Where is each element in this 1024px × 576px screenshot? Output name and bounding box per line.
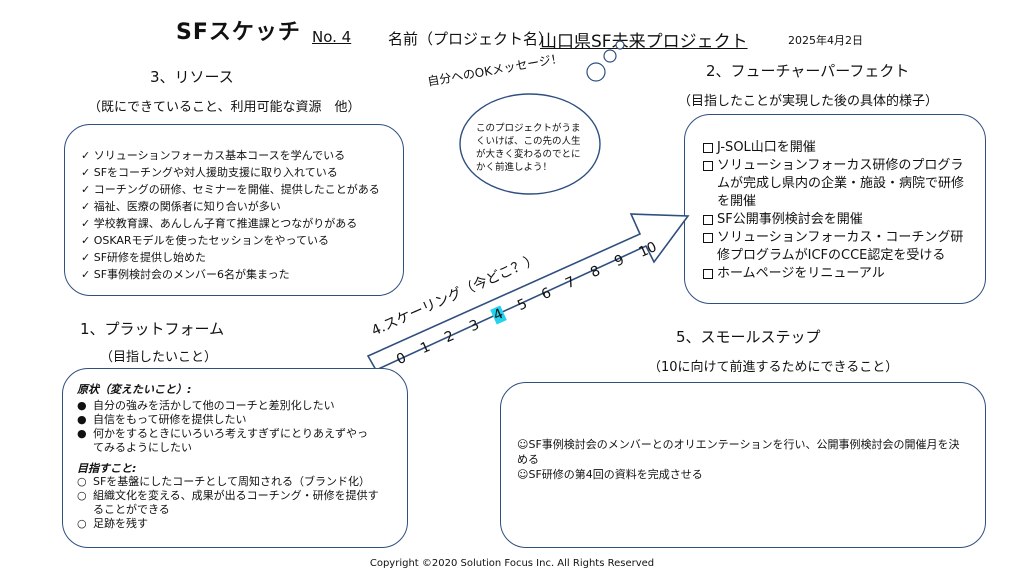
checkbox-icon (703, 233, 713, 243)
platform-box: 原状（変えたいこと）: ●自分の強みを活かして他のコーチと差別化したい●自信をも… (62, 368, 408, 548)
sketch-number: No. 4 (312, 28, 352, 46)
resources-sub: （既にできていること、利用可能な資源 他） (88, 100, 361, 115)
resource-item: 学校教育課、あんしん子育て推進課とつながりがある (81, 215, 380, 232)
scaling-arrow-shape (366, 213, 690, 372)
bullet-icon: ● (77, 399, 87, 412)
current-item: ●自分の強みを活かして他のコーチと差別化したい (77, 399, 335, 412)
goal-item: ○SFを基盤にしたコーチとして周知される（ブランド化） (77, 475, 370, 488)
goal-label: 目指すこと: (77, 462, 137, 475)
name-label: 名前（プロジェクト名） (388, 30, 554, 48)
small-steps-heading: 5、スモールステップ (676, 328, 821, 346)
future-item: SF公開事例検討会を開催 (703, 211, 971, 229)
future-item: ソリューションフォーカス・コーチング研修プログラムがICFのCCE認定を受ける (703, 229, 971, 265)
bubble-cloud (459, 93, 601, 195)
bubble-dot-medium (603, 49, 617, 63)
scaling-arrow (366, 213, 690, 372)
resource-item: SF研修を提供し始めた (81, 249, 380, 266)
bullet-icon: ● (77, 427, 87, 440)
copyright: Copyright ©2020 Solution Focus Inc. All … (369, 558, 655, 569)
future-list: J-SOL山口を開催ソリューションフォーカス研修のプログラムが完成し県内の企業・… (703, 139, 971, 283)
resources-list: ソリューションフォーカス基本コースを学んでいるSFをコーチングや対人援助支援に取… (81, 147, 380, 283)
small-step-item: ☺SF事例検討会のメンバーとのオリエンテーションを行い、公開事例検討会の開催月を… (517, 438, 960, 466)
future-item: ホームページをリニューアル (703, 265, 971, 283)
page-title: SFスケッチ (176, 20, 301, 45)
bullet-icon: ● (77, 413, 87, 426)
future-item: ソリューションフォーカス研修のプログラムが完成し県内の企業・施設・病院で研修を開… (703, 157, 971, 211)
platform-heading: 1、プラットフォーム (80, 320, 225, 338)
current-item: ●自信をもって研修を提供したい (77, 413, 247, 426)
current-item: ●何かをするときにいろいろ考えすぎずにとりあえずやってみるようにしたい (77, 427, 368, 454)
circle-bullet-icon: ○ (77, 517, 87, 530)
small-step-item: ☺SF研修の第4回の資料を完成させる (517, 468, 703, 481)
thought-bubble (459, 40, 625, 195)
platform-sub: （目指したいこと） (100, 350, 218, 365)
circle-bullet-icon: ○ (77, 475, 87, 488)
future-item: J-SOL山口を開催 (703, 139, 971, 157)
circle-bullet-icon: ○ (77, 489, 87, 502)
ok-message-text: このプロジェクトがうまくいけば、この先の人生が大きく変わるのでとにかく前進しよう… (476, 123, 581, 173)
resource-item: ソリューションフォーカス基本コースを学んでいる (81, 147, 380, 164)
resources-box: ソリューションフォーカス基本コースを学んでいるSFをコーチングや対人援助支援に取… (64, 124, 404, 296)
checkbox-icon (703, 143, 713, 153)
current-label: 原状（変えたいこと）: (77, 383, 192, 396)
goal-item: ○組織文化を変える、成果が出るコーチング・研修を提供することができる (77, 489, 379, 516)
resource-item: OSKARモデルを使ったセッションをやっている (81, 232, 380, 249)
checkbox-icon (703, 215, 713, 225)
resource-item: 福祉、医療の関係者に知り合いが多い (81, 198, 380, 215)
date: 2025年4月2日 (788, 34, 863, 47)
goal-list: ○SFを基盤にしたコーチとして周知される（ブランド化）○組織文化を変える、成果が… (77, 475, 387, 531)
future-sub: （目指したことが実現した後の具体的様子） (678, 94, 939, 109)
current-list: ●自分の強みを活かして他のコーチと差別化したい●自信をもって研修を提供したい●何… (77, 399, 377, 455)
resources-heading: 3、リソース (150, 68, 234, 86)
small-steps-sub: （10に向けて前進するためにできること） (648, 360, 899, 375)
resource-item: SFをコーチングや対人援助支援に取り入れている (81, 164, 380, 181)
bubble-dot-small (615, 40, 625, 50)
checkbox-icon (703, 161, 713, 171)
goal-item: ○足跡を残す (77, 517, 148, 530)
future-heading: 2、フューチャーパーフェクト (706, 62, 910, 80)
small-steps-box: ☺SF事例検討会のメンバーとのオリエンテーションを行い、公開事例検討会の開催月を… (500, 382, 986, 548)
checkbox-icon (703, 269, 713, 279)
future-box: J-SOL山口を開催ソリューションフォーカス研修のプログラムが完成し県内の企業・… (684, 114, 986, 304)
small-steps-list: ☺SF事例検討会のメンバーとのオリエンテーションを行い、公開事例検討会の開催月を… (517, 437, 967, 482)
project-name: 山口県SF未来プロジェクト (540, 32, 748, 52)
resource-item: コーチングの研修、セミナーを開催、提供したことがある (81, 181, 380, 198)
resource-item: SF事例検討会のメンバー6名が集まった (81, 266, 380, 283)
bubble-dot-large (586, 62, 606, 82)
